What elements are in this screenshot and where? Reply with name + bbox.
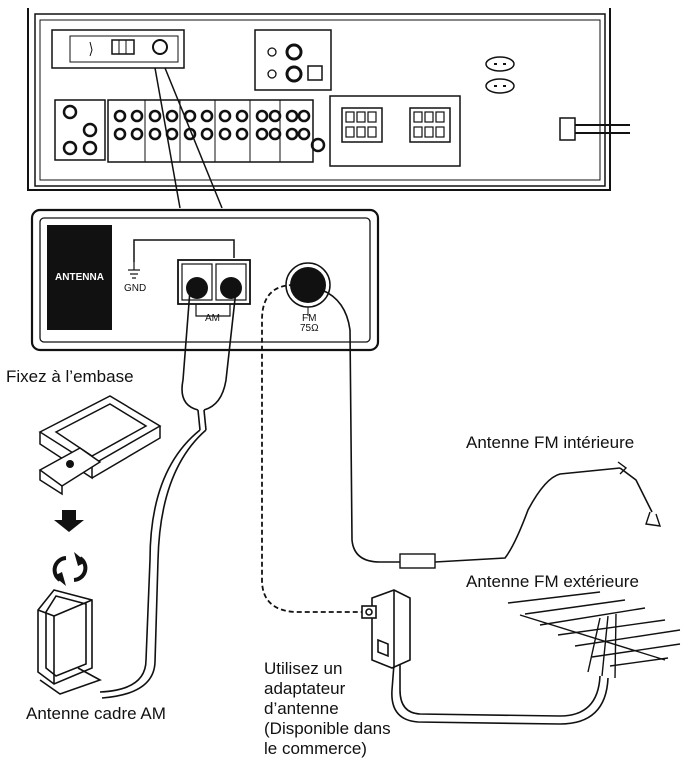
adapter-note-line: d’antenne <box>264 699 339 718</box>
base-instruction-label: Fixez à l’embase <box>6 367 134 386</box>
antenna-badge: ANTENNA <box>47 225 112 330</box>
rotate-arrowhead-left <box>54 572 66 586</box>
am-loop-antenna-base <box>38 395 162 496</box>
fm-indoor-label: Antenne FM intérieure <box>466 433 635 452</box>
down-arrow-icon <box>54 510 84 532</box>
gnd-label: GND <box>124 283 147 294</box>
fm-indoor-antenna <box>617 461 662 527</box>
am-loop-label: Antenne cadre AM <box>26 704 166 723</box>
outdoor-antenna-lead <box>391 663 609 725</box>
fm-impedance-label: 75Ω <box>300 323 319 334</box>
fm-outdoor-label: Antenne FM extérieure <box>466 572 639 591</box>
adapter-note-line: le commerce) <box>264 739 367 758</box>
fm-indoor-feeder <box>321 289 653 569</box>
rotate-arrowhead-right <box>74 552 86 566</box>
adapter-note-line: adaptateur <box>264 679 346 698</box>
antenna-adapter-icon <box>361 589 411 669</box>
fm-terminal-label: FM <box>302 313 317 324</box>
zoom-callout-lines <box>154 67 223 209</box>
antenna-terminal-panel <box>30 208 380 352</box>
am-loop-antenna-assembled <box>37 589 102 695</box>
am-terminal-label: AM <box>205 313 220 324</box>
adapter-note-line: (Disponible dans <box>264 719 391 738</box>
receiver-rear-panel <box>27 8 630 191</box>
fm-outdoor-antenna <box>507 591 681 679</box>
adapter-note-line: Utilisez un <box>264 659 343 678</box>
am-antenna-wires <box>99 289 237 699</box>
fm-outdoor-coax <box>261 284 362 613</box>
adapter-note: Utilisez un adaptateur d’antenne (Dispon… <box>264 659 391 759</box>
